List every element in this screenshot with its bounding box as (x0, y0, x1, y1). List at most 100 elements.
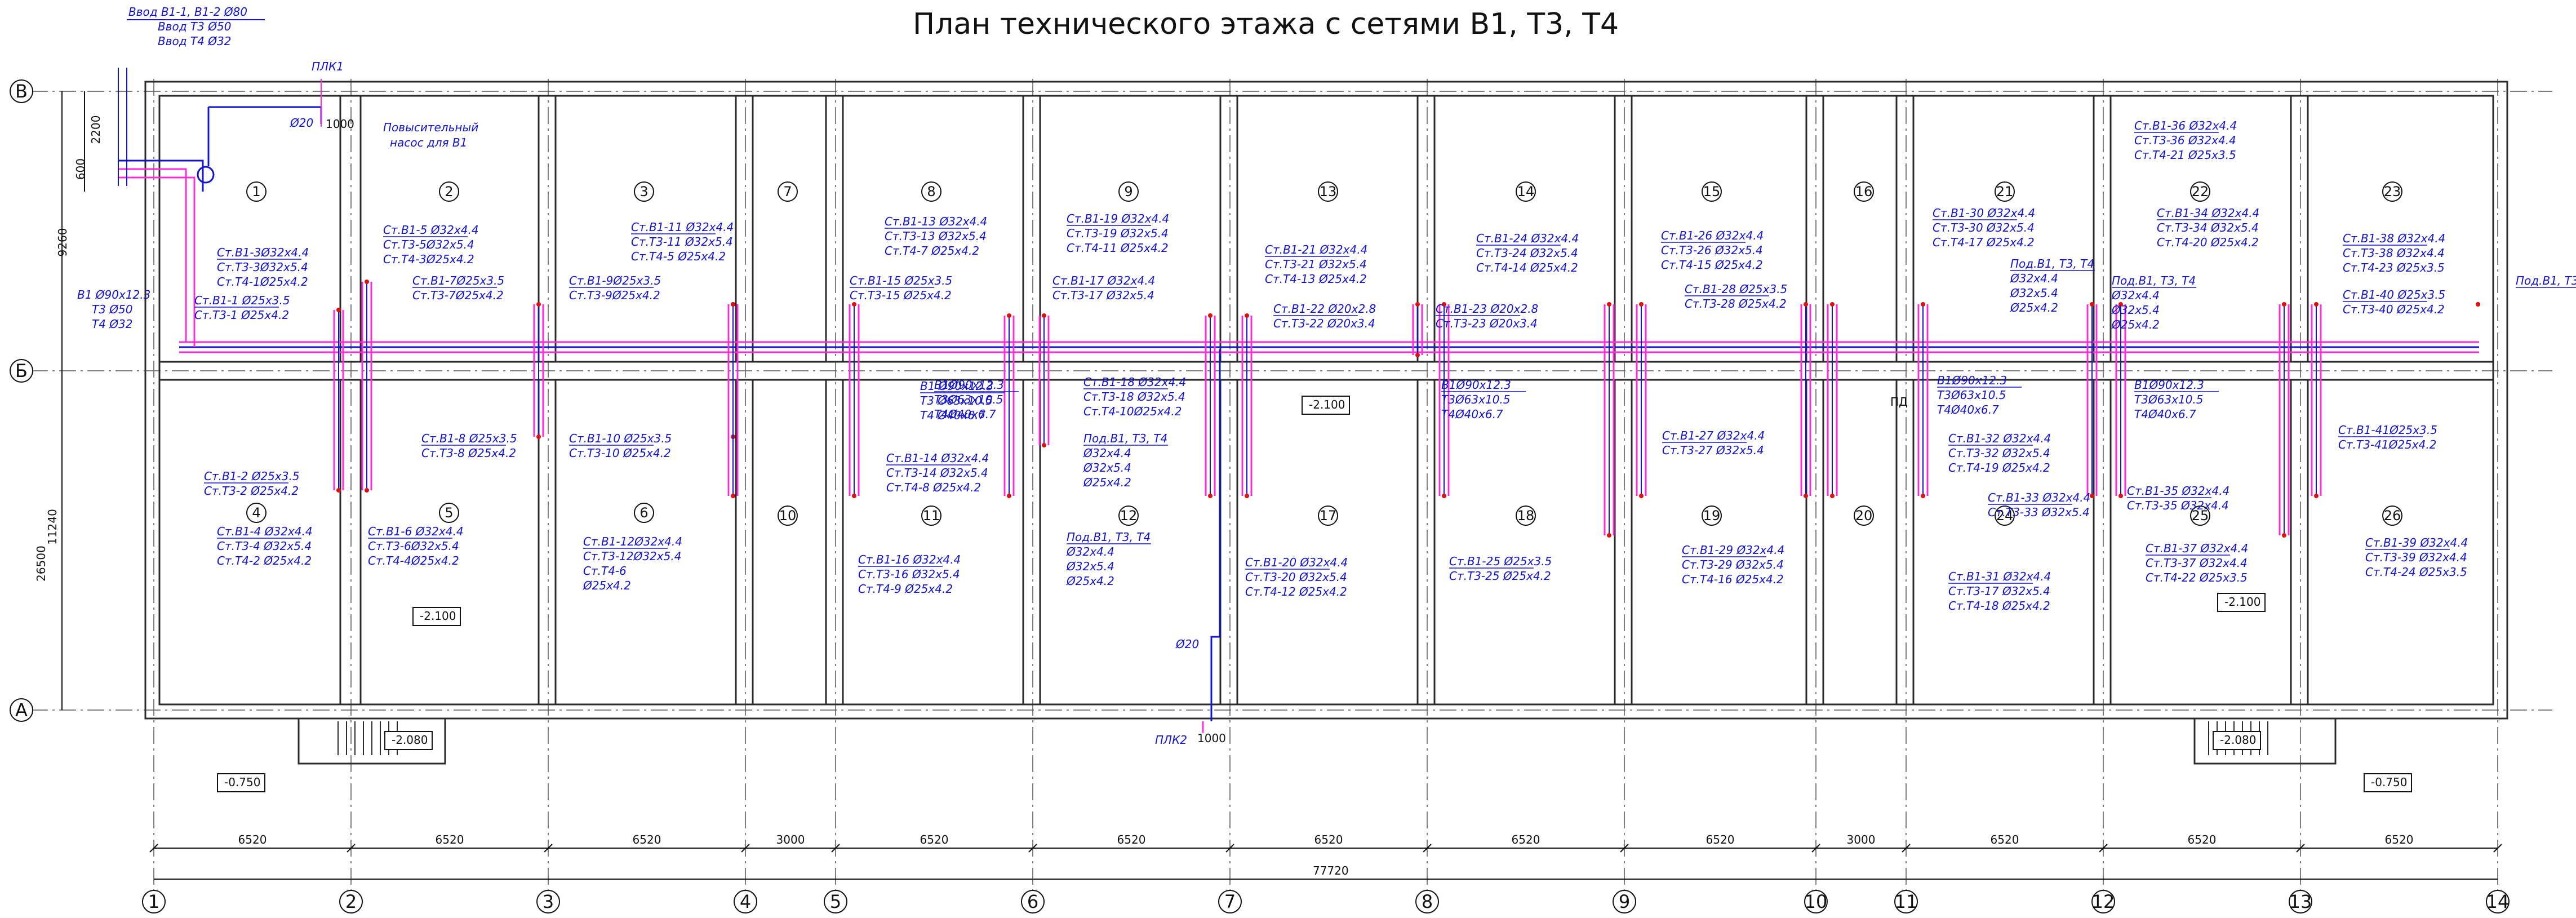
dim-1000-top: 1000 (326, 117, 354, 131)
dimension-tick (741, 844, 750, 853)
riser-label-line: Ст.Т4-11 Ø25х4.2 (1067, 241, 1169, 255)
riser-label-line: Ст.В1-28 Ø25х3.5 (1685, 282, 1787, 296)
level-value: -0.750 (2371, 775, 2407, 789)
room-number-circle (439, 181, 459, 202)
left-inlet-2: Т3 Ø50 (92, 303, 133, 316)
bay-dimension: 6520 (1512, 833, 1540, 846)
dimension-tick (347, 844, 356, 853)
inlet-note: Ввод В1-1, В1-2 Ø80 Ввод Т3 Ø50 Ввод Т4 … (127, 5, 265, 48)
riser-label-line: Ø32х4.4 (2111, 289, 2160, 302)
building-walls (144, 81, 2508, 765)
riser-label-line: Т4Ø40х6.7 (1441, 407, 1503, 421)
riser-label-line: Ст.В1-34 Ø32х4.4 (2157, 206, 2259, 220)
riser-label-line: Ст.Т3-6Ø32х5.4 (368, 539, 459, 553)
riser-label-line: Ст.В1-5 Ø32х4.4 (383, 223, 479, 237)
level-value: -2.100 (1309, 398, 1345, 411)
riser-label-line: Ст.В1-20 Ø32х4.4 (1245, 556, 1348, 569)
riser-label-line: Ст.Т4-17 Ø25х4.2 (1933, 236, 2035, 249)
riser-label-line: Ст.Т4-12 Ø25х4.2 (1245, 585, 1347, 598)
riser-label-line: Ст.Т3-7Ø25х4.2 (412, 289, 504, 302)
riser-label-line: Ст.В1-12Ø32х4.4 (583, 535, 682, 548)
riser-dot (2314, 302, 2319, 307)
riser-label-line: Ст.Т4-9 Ø25х4.2 (858, 582, 953, 596)
riser-label-line: Ст.В1-27 Ø32х4.4 (1662, 429, 1765, 442)
level-marks: -2.100-2.100-2.100-2.080-2.080-0.750-0.7… (217, 396, 2412, 792)
axis-bubble-col (734, 890, 757, 913)
axis-bubble-col (824, 890, 847, 913)
room-number: 18 (1517, 508, 1535, 524)
left-dimension: 600 (74, 158, 87, 180)
axis-bubble-row (10, 359, 33, 383)
riser-dot (1208, 494, 1213, 498)
room-number: 5 (445, 505, 453, 521)
riser-label-line: Под.В1, Т3 (2516, 274, 2576, 287)
bay-dimension: 6520 (2385, 833, 2414, 846)
riser-dot (1639, 494, 1644, 498)
room-number: 25 (2192, 508, 2209, 524)
bay-dimension: 6520 (2188, 833, 2217, 846)
room-number: 22 (2192, 184, 2209, 199)
riser-dot (852, 302, 856, 307)
level-box (2364, 773, 2412, 792)
room-number: 10 (779, 508, 797, 524)
riser-dot (1245, 494, 1249, 498)
riser-label-line: Т3Ø63х10.5 (1937, 388, 2006, 402)
riser-label-line: Т4 Ø40х6.7 (920, 409, 985, 422)
riser-label-line: Ст.Т4-19 Ø25х4.2 (1948, 461, 2050, 474)
axis-col-label: 9 (1619, 891, 1630, 912)
pd-label: ПД (1890, 395, 1908, 409)
riser-label-line: Ст.Т3-27 Ø32х5.4 (1662, 444, 1764, 457)
riser-label-line: Ст.Т4-10Ø25х4.2 (1083, 405, 1182, 418)
axis-bubble-col (2486, 890, 2510, 913)
riser-label-line: Ø25х4.2 (1066, 574, 1114, 588)
riser-label-line: Т3Ø63х10.5 (1441, 393, 1511, 406)
left-dimension: 11240 (46, 509, 59, 545)
dimension-tick (544, 844, 553, 853)
level-box (2217, 593, 2266, 612)
riser-dot (2314, 494, 2319, 498)
room-number-circle (439, 503, 459, 523)
riser-dot (1639, 302, 1644, 307)
riser-dot (2090, 302, 2094, 307)
riser-label-line: Ст.Т3-12Ø32х5.4 (583, 549, 681, 563)
axis-bubble-col (2091, 890, 2115, 913)
drawing-title: План технического этажа с сетями В1, Т3,… (913, 7, 1619, 41)
axis-bubble-col (142, 890, 166, 913)
room-number-circle (246, 503, 267, 523)
riser-label-line: Ст.В1-6 Ø32х4.4 (368, 525, 464, 538)
plk1-label: ПЛК1 (312, 60, 344, 73)
riser-dot (1442, 302, 1446, 307)
axis-bubble-col (2289, 890, 2312, 913)
room-number-circle (1318, 505, 1338, 526)
riser-label-line: Ст.Т3-40 Ø25х4.2 (2343, 303, 2445, 316)
riser-label-line: Ø25х4.2 (1083, 476, 1131, 489)
riser-label-line: Ст.Т4-13 Ø25х4.2 (1265, 272, 1367, 286)
level-box (384, 731, 433, 750)
riser-label-line: Ø32х5.4 (1066, 560, 1114, 573)
left-dimension: 9260 (56, 228, 69, 257)
riser-branches (333, 280, 2480, 538)
riser-label-line: Ст.В1-32 Ø32х4.4 (1948, 432, 2051, 445)
riser-label-line: Ст.Т3-41Ø25х4.2 (2338, 438, 2436, 451)
axis-bubble-col (1613, 890, 1636, 913)
riser-label-line: Ст.В1-30 Ø32х4.4 (1933, 206, 2035, 220)
riser-label-line: Ст.Т4-4Ø25х4.2 (368, 554, 459, 567)
riser-dot (1830, 302, 1835, 307)
plk2-label: ПЛК2 (1155, 733, 1187, 747)
left-inlet-3: Т4 Ø32 (92, 317, 133, 331)
dim-1000-bottom: 1000 (1197, 731, 1226, 745)
axis-row-label: А (15, 699, 28, 721)
level-box (412, 607, 461, 626)
riser-dot (336, 308, 341, 312)
riser-label-line: Ст.Т3-9Ø25х4.2 (569, 289, 660, 302)
room-number: 26 (2384, 508, 2401, 524)
riser-label-line: Ст.В1-41Ø25х3.5 (2338, 423, 2437, 437)
riser-dot (1245, 313, 1249, 318)
riser-label-line: Ст.Т3-26 Ø32х5.4 (1661, 243, 1763, 257)
riser-label-line: Ст.В1-36 Ø32х4.4 (2134, 119, 2237, 132)
riser-label-line: Ст.Т3-22 Ø20х3.4 (1273, 317, 1375, 330)
riser-label-line: Ст.Т3-33 Ø32х5.4 (1988, 505, 2090, 519)
riser-dot (1208, 313, 1213, 318)
riser-label-line: Ст.Т3-39 Ø32х4.4 (2365, 551, 2467, 564)
